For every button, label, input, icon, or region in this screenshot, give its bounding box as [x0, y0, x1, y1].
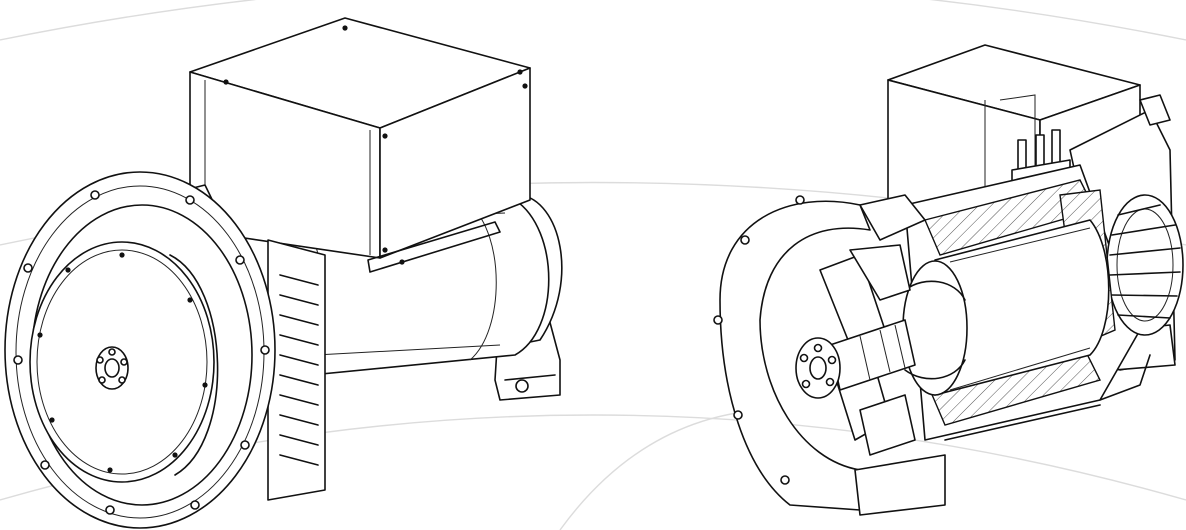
generator-exterior-icon	[4, 17, 563, 529]
exciter-fins	[1106, 194, 1184, 336]
generator-cutaway-icon	[713, 44, 1184, 516]
flange-bolt-holes-cutaway	[713, 195, 805, 485]
flange-bolt-holes	[13, 190, 270, 515]
disc-bolts	[37, 252, 208, 473]
vent-louvres	[279, 274, 319, 466]
